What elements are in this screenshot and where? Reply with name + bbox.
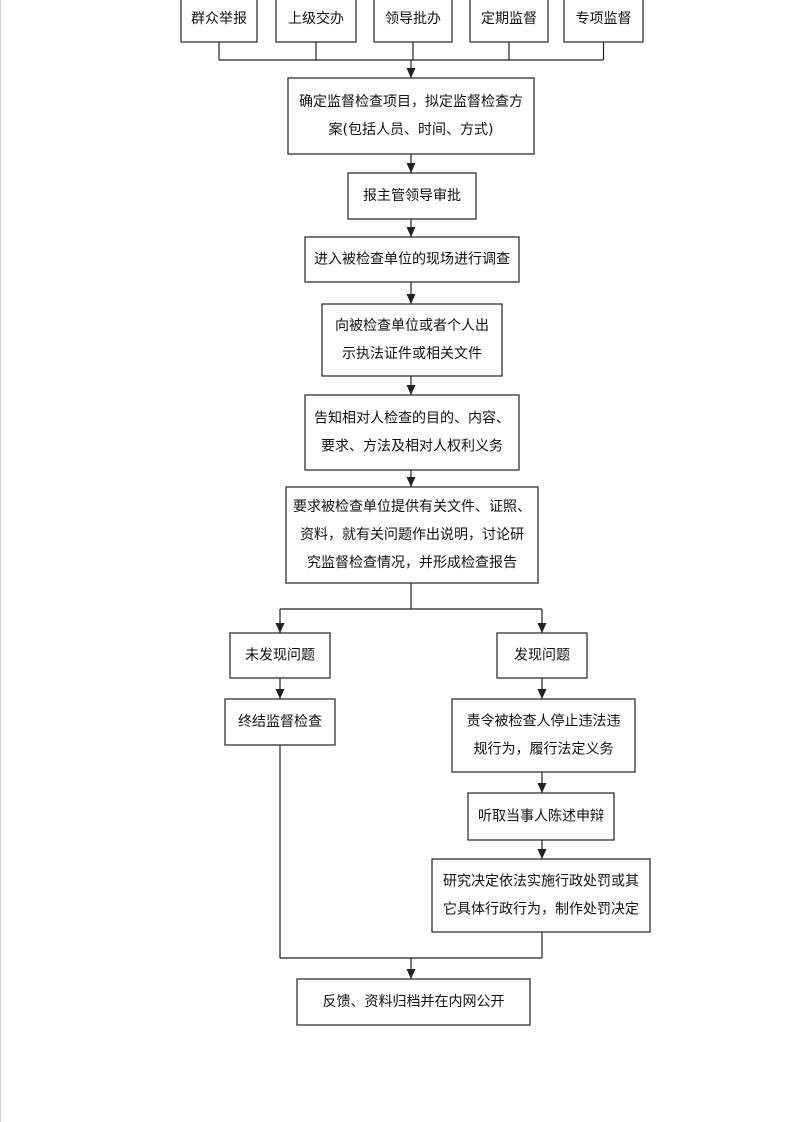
- node-show-line-1: 向被检查单位或者个人出: [335, 318, 489, 334]
- connector-show-to-inform-arrowhead: [406, 385, 416, 395]
- node-hear: 听取当事人陈述申辩: [467, 792, 615, 841]
- connector-to-plan-arrowhead: [406, 68, 416, 78]
- connector-nofind-to-end-arrowhead: [275, 689, 285, 699]
- node-order-box: [451, 698, 636, 773]
- node-hear-box: [467, 792, 615, 841]
- node-require-box: [285, 486, 539, 584]
- node-src2-box: [275, 0, 357, 43]
- flowchart-nodes: 群众举报 上级交办 领导批办 定期监督 专项监督确定监督检查项目，拟定监督检查方案(包括…: [180, 0, 651, 1026]
- connector-inform-to-require-arrowhead: [406, 477, 416, 487]
- node-find: 发现问题: [496, 632, 588, 679]
- node-decide-box: [431, 858, 651, 933]
- node-src2-line-1: 上级交办: [288, 10, 344, 27]
- node-find-line-1: 发现问题: [514, 648, 570, 664]
- node-order-line-2: 规行为，履行法定义务: [474, 742, 614, 758]
- node-require: 要求被检查单位提供有关文件、证照、资料，就有关问题作出说明，讨论研究监督检查情况…: [285, 486, 539, 584]
- node-decide-line-2: 它具体行政行为，制作处罚决定: [443, 901, 639, 918]
- node-show-line-2: 示执法证件或相关文件: [342, 346, 482, 362]
- node-plan-box: [287, 77, 535, 155]
- node-require-line-1: 要求被检查单位提供有关文件、证照、: [293, 499, 531, 515]
- node-src4: 定期监督: [469, 0, 549, 43]
- node-nofind: 未发现问题: [229, 632, 331, 679]
- node-src1-line-1: 群众举报: [191, 11, 247, 27]
- node-src3: 领导批办: [373, 0, 453, 43]
- node-enter-line-1: 进入被检查单位的现场进行调查: [314, 252, 510, 268]
- node-src1: 群众举报: [180, 0, 258, 43]
- node-decide-line-1: 研究决定依法实施行政处罚或其: [443, 874, 639, 890]
- connector-to-feedback-arrowhead: [406, 969, 416, 979]
- flowchart-connectors: [218, 42, 605, 979]
- node-find-box: [496, 632, 588, 679]
- node-enter: 进入被检查单位的现场进行调查: [304, 236, 520, 283]
- node-enter-box: [304, 236, 520, 283]
- node-plan-line-2: 案(包括人员、时间、方式): [329, 121, 494, 138]
- connector-to-find-arrowhead: [537, 623, 547, 633]
- node-nofind-box: [229, 632, 331, 679]
- node-inform-line-1: 告知相对人检查的目的、内容、: [314, 410, 510, 427]
- node-end: 终结监督检查: [224, 698, 336, 746]
- node-inform: 告知相对人检查的目的、内容、要求、方法及相对人权利义务: [304, 394, 520, 471]
- node-show-box: [321, 303, 503, 377]
- node-order-line-1: 责令被检查人停止违法违: [467, 713, 621, 730]
- node-src3-line-1: 领导批办: [385, 11, 441, 27]
- connector-enter-to-show-arrowhead: [406, 294, 416, 304]
- node-feedback: 反馈、资料归档并在内网公开: [296, 978, 531, 1026]
- node-src2: 上级交办: [275, 0, 357, 43]
- node-inform-line-2: 要求、方法及相对人权利义务: [321, 439, 503, 455]
- node-require-line-2: 资料，就有关问题作出说明，讨论研: [300, 527, 524, 543]
- connector-approve-to-enter-arrowhead: [406, 227, 416, 237]
- connector-find-to-order-arrowhead: [537, 689, 547, 699]
- node-src4-line-1: 定期监督: [481, 11, 537, 27]
- node-approve: 报主管领导审批: [347, 172, 477, 220]
- node-src4-box: [469, 0, 549, 43]
- node-src5-line-1: 专项监督: [576, 11, 632, 27]
- node-src5-box: [563, 0, 644, 43]
- connector-order-to-hear-arrowhead: [537, 783, 547, 793]
- connector-to-nofind-arrowhead: [275, 623, 285, 633]
- node-end-line-1: 终结监督检查: [238, 714, 322, 730]
- node-feedback-line-1: 反馈、资料归档并在内网公开: [323, 993, 505, 1010]
- node-feedback-box: [296, 978, 531, 1026]
- node-nofind-line-1: 未发现问题: [245, 648, 315, 664]
- node-plan-line-1: 确定监督检查项目，拟定监督检查方: [299, 94, 523, 110]
- node-src3-box: [373, 0, 453, 43]
- connector-hear-to-decide-arrowhead: [537, 849, 547, 859]
- connector-plan-to-approve-arrowhead: [406, 163, 416, 173]
- node-hear-line-1: 听取当事人陈述申辩: [478, 808, 604, 825]
- page-edge-line: [0, 0, 1, 1122]
- node-src1-box: [180, 0, 258, 43]
- node-end-box: [224, 698, 336, 746]
- node-inform-box: [304, 394, 520, 471]
- node-src5: 专项监督: [563, 0, 644, 43]
- node-approve-line-1: 报主管领导审批: [363, 188, 461, 204]
- node-approve-box: [347, 172, 477, 220]
- node-require-line-3: 究监督检查情况，并形成检查报告: [307, 555, 517, 571]
